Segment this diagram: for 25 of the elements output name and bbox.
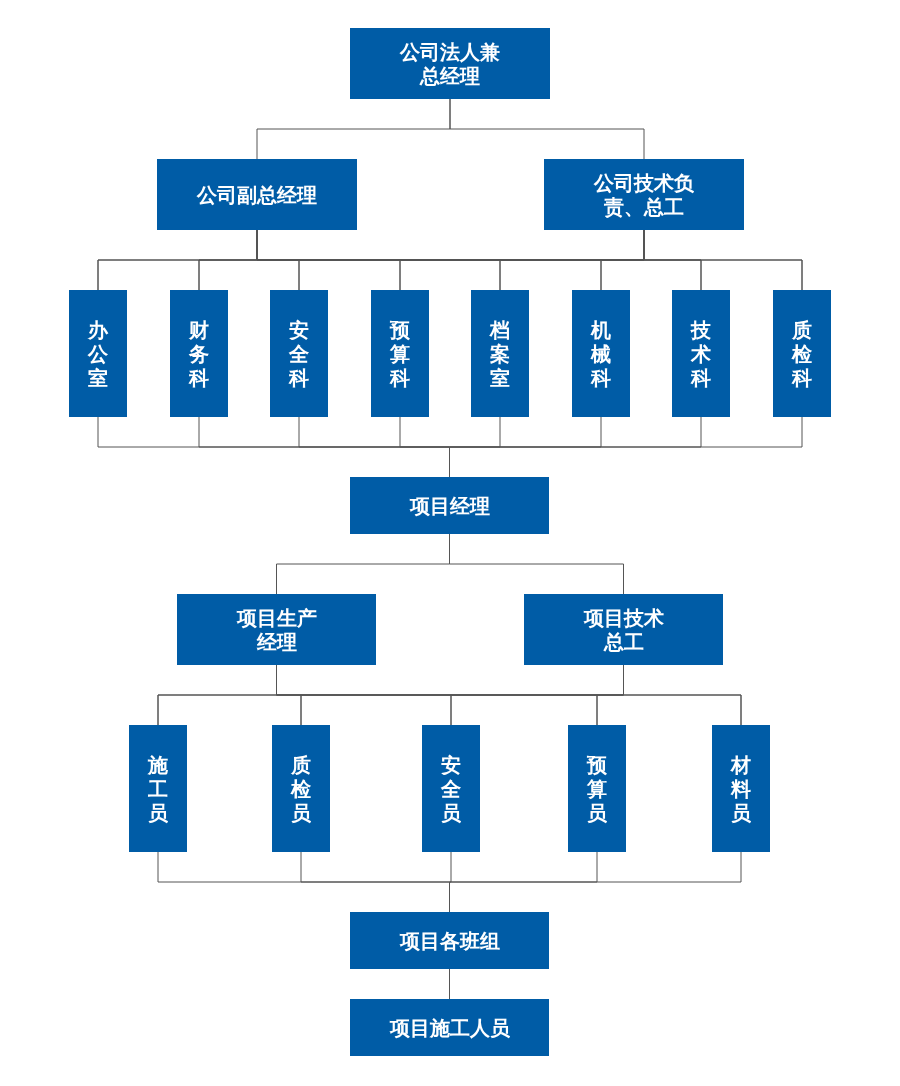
position-box: 项目技术总工 — [524, 594, 723, 665]
department-box: 预算科 — [371, 290, 429, 417]
connector-line — [643, 229, 803, 291]
department-box: 安全员 — [422, 725, 480, 852]
connector-line — [449, 968, 450, 1000]
department-box: 办公室 — [69, 290, 127, 417]
position-box: 公司法人兼总经理 — [350, 28, 550, 99]
position-box: 项目各班组 — [350, 912, 549, 969]
position-box: 项目施工人员 — [350, 999, 549, 1056]
connector-line — [449, 98, 645, 160]
position-box: 公司副总经理 — [157, 159, 357, 230]
connector-line — [623, 664, 742, 726]
position-box: 项目经理 — [350, 477, 549, 534]
department-box: 财务科 — [170, 290, 228, 417]
department-box: 质检科 — [773, 290, 831, 417]
department-box: 施工员 — [129, 725, 187, 852]
department-box: 质检员 — [272, 725, 330, 852]
department-box: 技术科 — [672, 290, 730, 417]
position-box: 公司技术负责、总工 — [544, 159, 744, 230]
department-box: 安全科 — [270, 290, 328, 417]
department-box: 档案室 — [471, 290, 529, 417]
department-box: 材料员 — [712, 725, 770, 852]
position-box: 项目生产经理 — [177, 594, 376, 665]
department-box: 预算员 — [568, 725, 626, 852]
department-box: 机械科 — [572, 290, 630, 417]
